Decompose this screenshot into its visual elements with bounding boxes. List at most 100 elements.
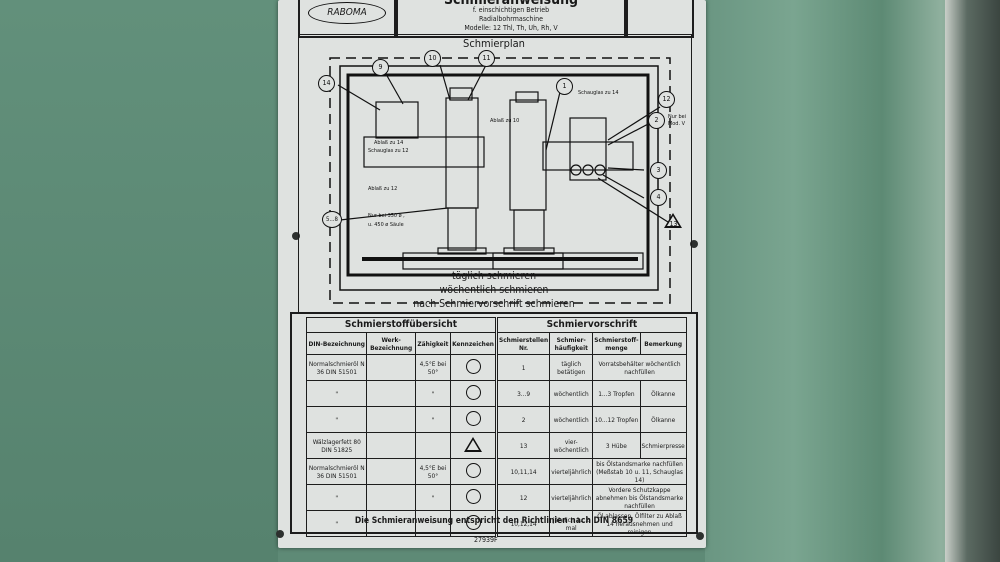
cell-din: Normalschmieröl N 36 DIN 51501 (305, 458, 368, 485)
serial-number: 27939F (474, 536, 498, 544)
title: Schmieranweisung (443, 0, 579, 8)
cell-h: vierteljährlich (549, 458, 594, 485)
subtitle: f. einschichtigen Betrieb (472, 6, 550, 14)
note-ablass-12: Ablaß zu 12 (368, 186, 398, 192)
callout-1: 1 (556, 78, 573, 95)
callout-3: 3 (650, 162, 667, 179)
cell-din: " (305, 380, 368, 407)
callout-11: 11 (478, 50, 495, 67)
note-schauglas-14: Schauglas zu 14 (578, 90, 619, 96)
cell-werk (366, 354, 416, 381)
screw (690, 240, 698, 248)
note-nur-bei: Nur bei 350 ø , (368, 213, 405, 219)
machine-type: Radialbohrmaschine (478, 15, 544, 23)
cell-nr: 10,12,14 (496, 510, 551, 537)
callout-4: 4 (650, 189, 667, 206)
cell-werk (366, 406, 416, 433)
callout-9: 9 (372, 59, 389, 76)
table-title: Schmiervorschrift (497, 317, 687, 333)
cell-h: vierteljährlich (549, 484, 594, 511)
cell-nr: 13 (496, 432, 551, 459)
cell-werk (366, 380, 416, 407)
lathe-diagram (329, 57, 671, 304)
cell-span: Vorratsbehälter wöchentlich nachfüllen (592, 354, 687, 381)
cell-din: " (305, 510, 368, 537)
circle-icon (465, 359, 481, 374)
note-nur-bei-mod: Nur bei (668, 114, 687, 120)
callout-5-8: 5...8 (322, 211, 342, 228)
note-ablass-14: Ablaß zu 14 (374, 140, 404, 146)
table-row: Wälzlagerfett 80 DIN 51825 (305, 432, 496, 459)
triangle-icon (464, 437, 483, 452)
cell-nr: 10,11,14 (496, 458, 551, 485)
title-box: Schmieranweisung f. einschichtigen Betri… (394, 0, 628, 38)
cell-h: jährlich 1...2 mal (549, 510, 594, 537)
legend-per-schedule: nach Schmiervorschrift schmieren (413, 298, 575, 310)
cell-nr: 12 (496, 484, 551, 511)
screw (696, 532, 704, 540)
cell-werk (366, 458, 416, 485)
cell-nr: 2 (496, 406, 551, 433)
cell-h: wöchentlich (549, 380, 594, 407)
cell-b: Ölkanne (639, 406, 687, 433)
cell-h: täglich betätigen (549, 354, 594, 381)
cell-zah: 4,5°E bei 50° (414, 458, 452, 485)
cell-nr: 1 (496, 354, 551, 381)
circle-icon (465, 489, 481, 504)
cell-zah: " (414, 510, 452, 537)
cell-din: " (305, 406, 368, 433)
table-row: "" (305, 484, 496, 511)
models: Modelle: 12 Thl, Th, Uh, Rh, V (464, 24, 558, 32)
background-wall (945, 0, 1000, 562)
callout-13: 13 (664, 213, 682, 230)
cell-b: Ölkanne (639, 380, 687, 407)
machine-body (0, 0, 278, 562)
triangle-icon (664, 213, 682, 228)
table-row: "" (305, 406, 496, 433)
legend-daily: täglich schmieren (451, 270, 537, 282)
circle-icon (465, 463, 481, 478)
table-row: "" (305, 380, 496, 407)
footer-note: Die Schmieranweisung entspricht den Rich… (354, 516, 634, 526)
note-mod-v: Mod. V (668, 121, 685, 127)
circle-icon (465, 515, 481, 530)
note-saeule: u. 450 ø Säule (368, 222, 404, 228)
plan-title: Schmierplan (463, 37, 525, 50)
callout-12: 12 (658, 91, 675, 108)
cell-werk (366, 432, 416, 459)
legend-weekly: wöchentlich schmieren (439, 284, 549, 296)
circle-icon (465, 385, 481, 400)
screw (292, 232, 300, 240)
table-row: Normalschmieröl N 36 DIN 51501 4,5°E bei … (305, 458, 496, 485)
note-schauglas-12: Schauglas zu 12 (368, 148, 409, 154)
cell-zah: " (414, 484, 452, 511)
cell-m: 1...3 Tropfen (592, 380, 641, 407)
callout-2: 2 (648, 112, 665, 129)
cell-din: " (305, 484, 368, 511)
empty-box (624, 0, 694, 38)
cell-din: Normalschmieröl N 36 DIN 51501 (305, 354, 368, 381)
cell-zah: " (414, 380, 452, 407)
cell-zah: 4,5°E bei 50° (414, 354, 452, 381)
circle-icon (465, 411, 481, 426)
cell-h: vier-wöchentlich (549, 432, 594, 459)
cell-nr: 3...9 (496, 380, 551, 407)
cell-h: wöchentlich (549, 406, 594, 433)
cell-m: 3 Hübe (592, 432, 641, 459)
lubrication-plate: RABOMA Schmieranweisung f. einschichtige… (276, 0, 706, 548)
cell-m: 10...12 Tropfen (592, 406, 641, 433)
cell-span: Öl ablassen, Ölfilter zu Ablaß 14 heraus… (592, 510, 687, 537)
table-row: Normalschmieröl N 36 DIN 51501 4,5°E bei … (305, 354, 496, 381)
note-ablass-10: Ablaß zu 10 (490, 118, 520, 124)
logo-box: RABOMA (298, 0, 398, 38)
cell-din: Wälzlagerfett 80 DIN 51825 (305, 432, 368, 459)
screw (276, 530, 284, 538)
table-title: Schmierstoffübersicht (306, 317, 496, 333)
